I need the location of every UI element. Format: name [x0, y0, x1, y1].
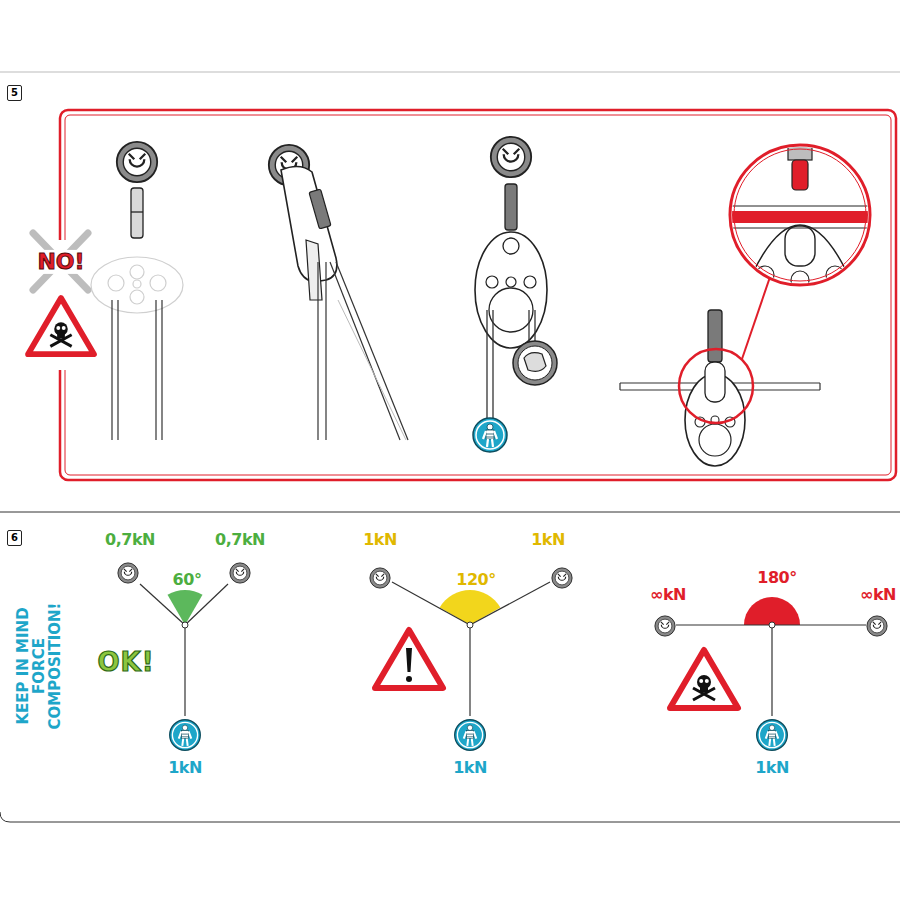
- section-number-box: 6: [7, 530, 22, 546]
- warning-text: NO!: [35, 250, 86, 274]
- angle-label: 120°: [456, 571, 495, 589]
- force-label: 0,7kN: [105, 531, 155, 549]
- force-label: ∞kN: [650, 586, 686, 604]
- force-label: 0,7kN: [215, 531, 265, 549]
- vertical-note: KEEP IN MIND FORCE COMPOSITION!: [16, 581, 63, 751]
- angle-label: 60°: [173, 571, 202, 589]
- section-number-box: 5: [7, 85, 22, 101]
- load-label: 1kN: [453, 759, 487, 777]
- force-label: 1kN: [363, 531, 397, 549]
- section-number: 6: [11, 532, 18, 543]
- ok-mark: OK!: [97, 648, 154, 677]
- angle-label: 180°: [757, 569, 796, 587]
- force-label: 1kN: [531, 531, 565, 549]
- load-label: 1kN: [168, 759, 202, 777]
- load-label: 1kN: [755, 759, 789, 777]
- force-label: ∞kN: [860, 586, 896, 604]
- section-number: 5: [11, 87, 18, 98]
